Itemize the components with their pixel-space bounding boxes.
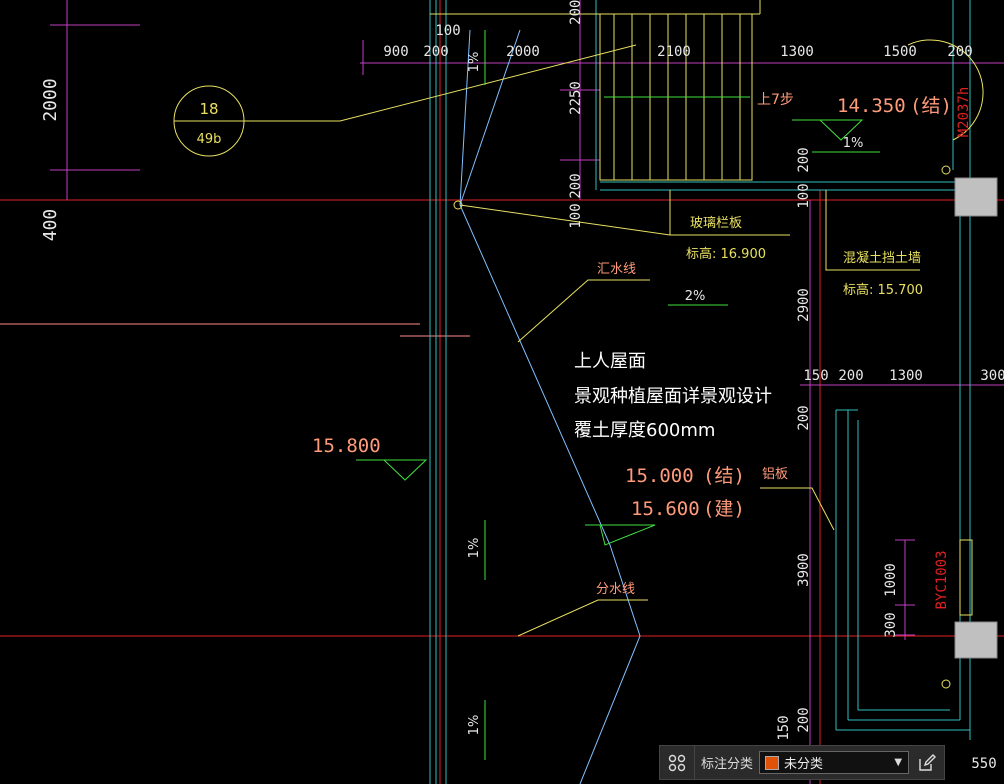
svg-text:15.000: 15.000 [625,465,694,487]
annotation-category-toolbar: 标注分类 未分类 ▼ [659,745,945,780]
svg-text:200: 200 [838,368,863,384]
annotation-labels: 上7步 玻璃栏板 标高: 16.900 混凝土挡土墙 标高: 15.700 汇水… [596,92,923,597]
svg-text:标高: 15.700: 标高: 15.700 [843,282,923,298]
svg-text:1%: 1% [843,136,864,151]
elevation-labels: 14.350 (结) 15.800 15.000 (结) 15.600 (建) [312,95,952,520]
svg-text:玻璃栏板: 玻璃栏板 [690,216,742,231]
svg-text:200: 200 [947,44,972,60]
svg-text:M2037h: M2037h [956,87,972,138]
svg-text:200: 200 [423,44,448,60]
vertical-dimension-texts: 2000 400 2000 2250 200 100 200 100 2900 … [40,0,899,741]
svg-text:550: 550 [971,756,996,772]
svg-text:150: 150 [803,368,828,384]
svg-text:900: 900 [383,44,408,60]
category-color-swatch [765,755,780,770]
edit-icon[interactable] [910,746,944,779]
drain-icon [941,679,951,689]
svg-text:100: 100 [435,23,460,39]
svg-text:100: 100 [568,203,584,228]
svg-text:1%: 1% [467,715,482,736]
stair [430,0,761,181]
callout-bottom: 49b [197,132,222,147]
svg-text:2100: 2100 [657,44,691,60]
svg-text:上人屋面: 上人屋面 [574,351,646,372]
svg-text:150: 150 [776,715,792,740]
svg-text:300: 300 [980,368,1004,384]
svg-text:(结): (结) [703,465,745,487]
toolbar-label: 标注分类 [701,757,754,772]
svg-text:200: 200 [796,147,812,172]
window-hatch [959,539,973,616]
drainage-lines [459,29,641,784]
svg-text:分水线: 分水线 [596,582,635,597]
dimension-lines [50,0,1004,784]
column-blocks [954,177,998,659]
category-select[interactable]: 未分类 ▼ [759,751,910,774]
svg-text:3900: 3900 [796,553,812,587]
chevron-down-icon: ▼ [894,757,903,768]
svg-text:2000: 2000 [40,78,61,121]
svg-text:标高: 16.900: 标高: 16.900 [686,246,766,262]
svg-text:覆土厚度600mm: 覆土厚度600mm [574,420,715,441]
svg-text:200: 200 [796,405,812,430]
svg-text:1300: 1300 [889,368,923,384]
svg-text:汇水线: 汇水线 [597,262,636,277]
dimension-texts: 900 200 100 2000 2100 1300 1500 200 150 … [383,23,1004,772]
leader-lines [243,39,984,637]
drain-point-icon [453,200,463,210]
svg-text:15.800: 15.800 [312,435,381,457]
svg-text:14.350: 14.350 [837,95,906,117]
svg-text:1000: 1000 [883,563,899,597]
elevation-markers [356,30,880,760]
svg-text:混凝土挡土墙: 混凝土挡土墙 [843,250,921,266]
svg-text:(结): (结) [910,95,952,117]
drain-icon-2 [941,165,951,175]
svg-text:上7步: 上7步 [757,92,794,108]
svg-text:15.600: 15.600 [631,498,700,520]
svg-text:2%: 2% [685,289,706,304]
svg-text:BYC1003: BYC1003 [934,550,950,609]
svg-text:(建): (建) [703,498,745,520]
svg-text:2250: 2250 [568,81,584,115]
slope-labels: 1% 2% 1% 1% 1% [467,52,863,736]
svg-text:200: 200 [796,707,812,732]
callout-top: 18 [199,100,218,118]
opening-tags: M2037h BYC1003 [934,87,972,610]
svg-text:1%: 1% [467,52,482,73]
svg-text:铝板: 铝板 [762,467,788,482]
grid-icon[interactable] [660,746,695,779]
svg-text:2000: 2000 [506,44,540,60]
detail-callout[interactable]: 18 49b [173,85,245,157]
svg-text:2000: 2000 [568,0,584,25]
svg-text:1300: 1300 [780,44,814,60]
svg-text:景观种植屋面详景观设计: 景观种植屋面详景观设计 [574,386,772,407]
svg-text:2900: 2900 [796,288,812,322]
svg-text:1500: 1500 [883,44,917,60]
wall-lines [429,0,971,784]
roof-description: 上人屋面 景观种植屋面详景观设计 覆土厚度600mm [574,351,772,441]
svg-text:400: 400 [40,209,61,242]
svg-text:200: 200 [568,173,584,198]
category-selected-value: 未分类 [784,757,824,772]
svg-text:1%: 1% [467,538,482,559]
svg-text:100: 100 [796,183,812,208]
svg-text:300: 300 [883,612,899,637]
